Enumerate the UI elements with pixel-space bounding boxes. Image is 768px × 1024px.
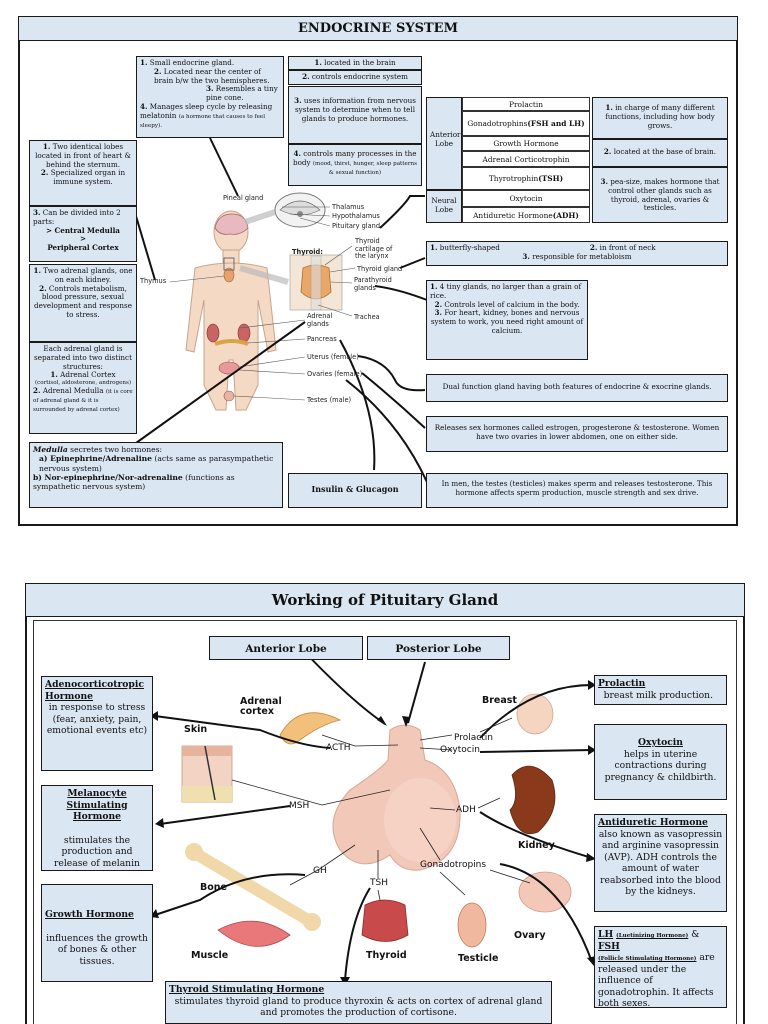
label-thyroid-gland: Thyroid gland [357, 265, 403, 273]
growth-hormone-info-box: Growth Hormone influences the growth of … [41, 884, 153, 982]
label-adh: ADH [456, 805, 476, 815]
pancreas-info-box: Dual function gland having both features… [426, 374, 728, 402]
pituitary-inner-frame [33, 620, 737, 1024]
pituitary-info-3: 3. pea-size, makes hormone that control … [592, 167, 728, 223]
acth-info-box: Adenocorticotropic Hormone in response t… [41, 676, 153, 771]
label-uterus: Uterus (female) [307, 353, 359, 361]
label-tsh: TSH [370, 878, 388, 888]
label-ovaries: Ovaries (female) [307, 370, 363, 378]
hypothalamus-item-1: 1. located in the brain [288, 56, 422, 70]
cell-gonadotrophins: Gonadotrophins (FSH and LH) [462, 111, 590, 136]
label-muscle: Muscle [191, 950, 229, 961]
hypothalamus-item-4: 4. controls many processes in the body (… [288, 144, 422, 186]
cell-prolactin: Prolactin [462, 97, 590, 111]
anterior-lobe-header: Anterior Lobe [209, 636, 363, 660]
adrenal-structures-box: Each adrenal gland is separated into two… [29, 342, 137, 434]
label-oxytocin: Oxytocin [440, 745, 480, 755]
pituitary-info-2: 2. located at the base of brain. [592, 139, 728, 167]
adrenal-info-box: 1. Two adrenal glands, one on each kidne… [29, 264, 137, 342]
label-ovary: Ovary [514, 930, 546, 941]
label-skin: Skin [184, 724, 208, 735]
label-thalamus: Thalamus [332, 203, 365, 211]
uterus-shape [218, 361, 240, 375]
label-acth: ACTH [326, 743, 351, 753]
adrenal-cortex-shape [279, 712, 342, 745]
label-hypothalamus: Hypothalamus [332, 212, 380, 220]
thymus-parts-box: 3. Can be divided into 2 parts: > Centra… [29, 206, 137, 262]
label-thyroid-title: Thyroid: [292, 248, 323, 256]
pineal-info-box: 1. Small endocrine gland. 2. Located nea… [136, 56, 284, 138]
thymus-info-box: 1. Two identical lobes located in front … [29, 140, 137, 206]
label-testes: Testes (male) [307, 396, 352, 404]
label-adrenal-cortex: Adrenal cortex [240, 696, 282, 718]
label-pineal: Pineal gland [223, 194, 264, 202]
anterior-lobe-label: Anterior Lobe [426, 97, 462, 190]
label-pituitary: Pituitary gland [332, 222, 381, 230]
breast-shape [516, 693, 554, 735]
pancreas-shape [214, 339, 249, 346]
testicle-shape [457, 902, 487, 948]
hypothalamus-item-2: 2. controls endocrine system [288, 70, 422, 85]
cell-adh: Antiduretic Hormone (ADH) [462, 207, 590, 223]
bone-shape [192, 849, 314, 926]
adh-info-box: Antiduretic Hormone also known as vasopr… [594, 814, 727, 912]
msh-info-box: Melanocyte Stimulating Hormone stimulate… [41, 785, 153, 871]
endocrine-title: ENDOCRINE SYSTEM [18, 16, 738, 41]
hypothalamus-item-3: 3. uses information from nervous system … [288, 86, 422, 144]
label-breast: Breast [482, 695, 517, 706]
posterior-lobe-header: Posterior Lobe [367, 636, 510, 660]
cell-thyrotrophin: Thyrotrophin (TSH) [462, 167, 590, 190]
label-thymus: Thymus [140, 277, 167, 285]
thyroid-inset [289, 254, 343, 311]
label-adrenal: Adrenal glands [307, 312, 333, 328]
skin-shape [181, 745, 233, 803]
thyroid-shape [361, 899, 409, 942]
ovary-shape [518, 871, 572, 913]
muscle-shape [217, 920, 291, 947]
testes-info-box: In men, the testes (testicles) makes spe… [426, 473, 728, 508]
ovaries-info-box: Releases sex hormones called estrogen, p… [426, 416, 728, 452]
kidney-shape [509, 765, 556, 835]
cell-growth-hormone: Growth Hormone [462, 136, 590, 151]
brain-inset [274, 192, 326, 228]
cell-oxytocin: Oxytocin [462, 190, 590, 207]
prolactin-info-box: Prolactin breast milk production. [594, 675, 727, 705]
label-thyroid-cartilage: Thyroid cartilage of the larynx [355, 237, 393, 261]
insulin-glucagon-box: Insulin & Glucagon [288, 473, 422, 508]
oxytocin-info-box: Oxytocin helps in uterine contractions d… [594, 724, 727, 800]
parathyroid-info-box: 1. 4 tiny glands, no larger than a grain… [426, 280, 588, 360]
pituitary-title: Working of Pituitary Gland [25, 583, 745, 617]
label-gonadotropins: Gonadotropins [420, 860, 487, 870]
pituitary-info-1: 1. in charge of many different functions… [592, 97, 728, 139]
label-parathyroid: Parathyroid glands [354, 276, 392, 292]
label-pancreas: Pancreas [307, 335, 337, 343]
label-testicle: Testicle [458, 953, 499, 964]
label-bone: Bone [200, 882, 227, 893]
label-thyroid: Thyroid [366, 950, 407, 961]
lh-fsh-info-box: LH (Luetinizing Hormone) & FSH (Follicle… [594, 926, 727, 1008]
label-msh: MSH [289, 801, 310, 811]
label-kidney: Kidney [518, 840, 555, 851]
thymus-shape [223, 267, 235, 283]
kidney-left [206, 323, 220, 343]
tsh-info-box: Thyroid Stimulating Hormone stimulates t… [165, 981, 552, 1024]
medulla-info-box: Medulla secretes two hormones: a) Epinep… [29, 442, 283, 508]
brain-shape [214, 213, 249, 235]
cell-adrenal-corticotrophin: Adrenal Corticotrophin [462, 151, 590, 167]
neural-lobe-label: Neural Lobe [426, 190, 462, 223]
label-trachea: Trachea [354, 313, 380, 321]
label-prolactin: Prolactin [454, 733, 493, 743]
label-gh: GH [313, 866, 327, 876]
pituitary-gland-shape [332, 724, 461, 871]
